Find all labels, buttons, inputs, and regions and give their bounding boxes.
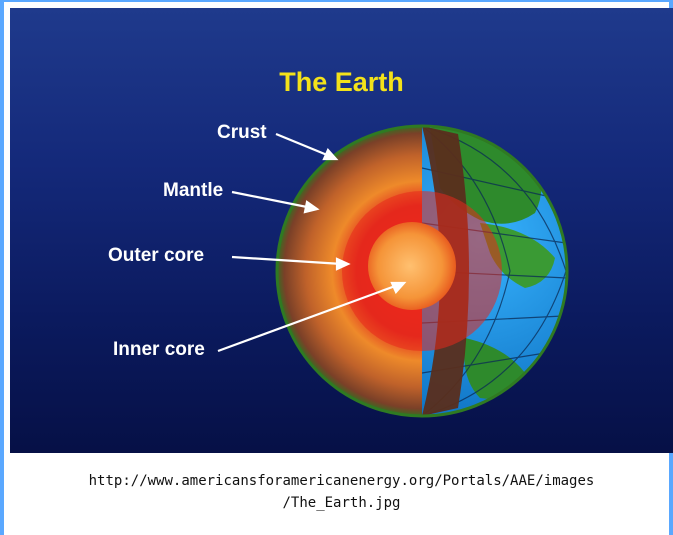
inner-core xyxy=(368,222,456,310)
label-inner-core: Inner core xyxy=(113,339,205,360)
label-arrows xyxy=(217,132,407,353)
source-caption: http://www.americansforamericanenergy.or… xyxy=(10,470,673,514)
label-mantle: Mantle xyxy=(163,180,224,201)
diagram-title: The Earth xyxy=(279,67,404,97)
caption-line-1: http://www.americansforamericanenergy.or… xyxy=(88,473,595,489)
earth-cutaway xyxy=(217,124,569,418)
label-crust: Crust xyxy=(217,122,267,143)
earth-diagram: The Earth Crust Mantle Outer core Inner … xyxy=(10,8,673,453)
crust-outline xyxy=(275,124,569,418)
caption-line-2: /The_Earth.jpg xyxy=(282,495,401,511)
label-outer-core: Outer core xyxy=(108,245,205,266)
